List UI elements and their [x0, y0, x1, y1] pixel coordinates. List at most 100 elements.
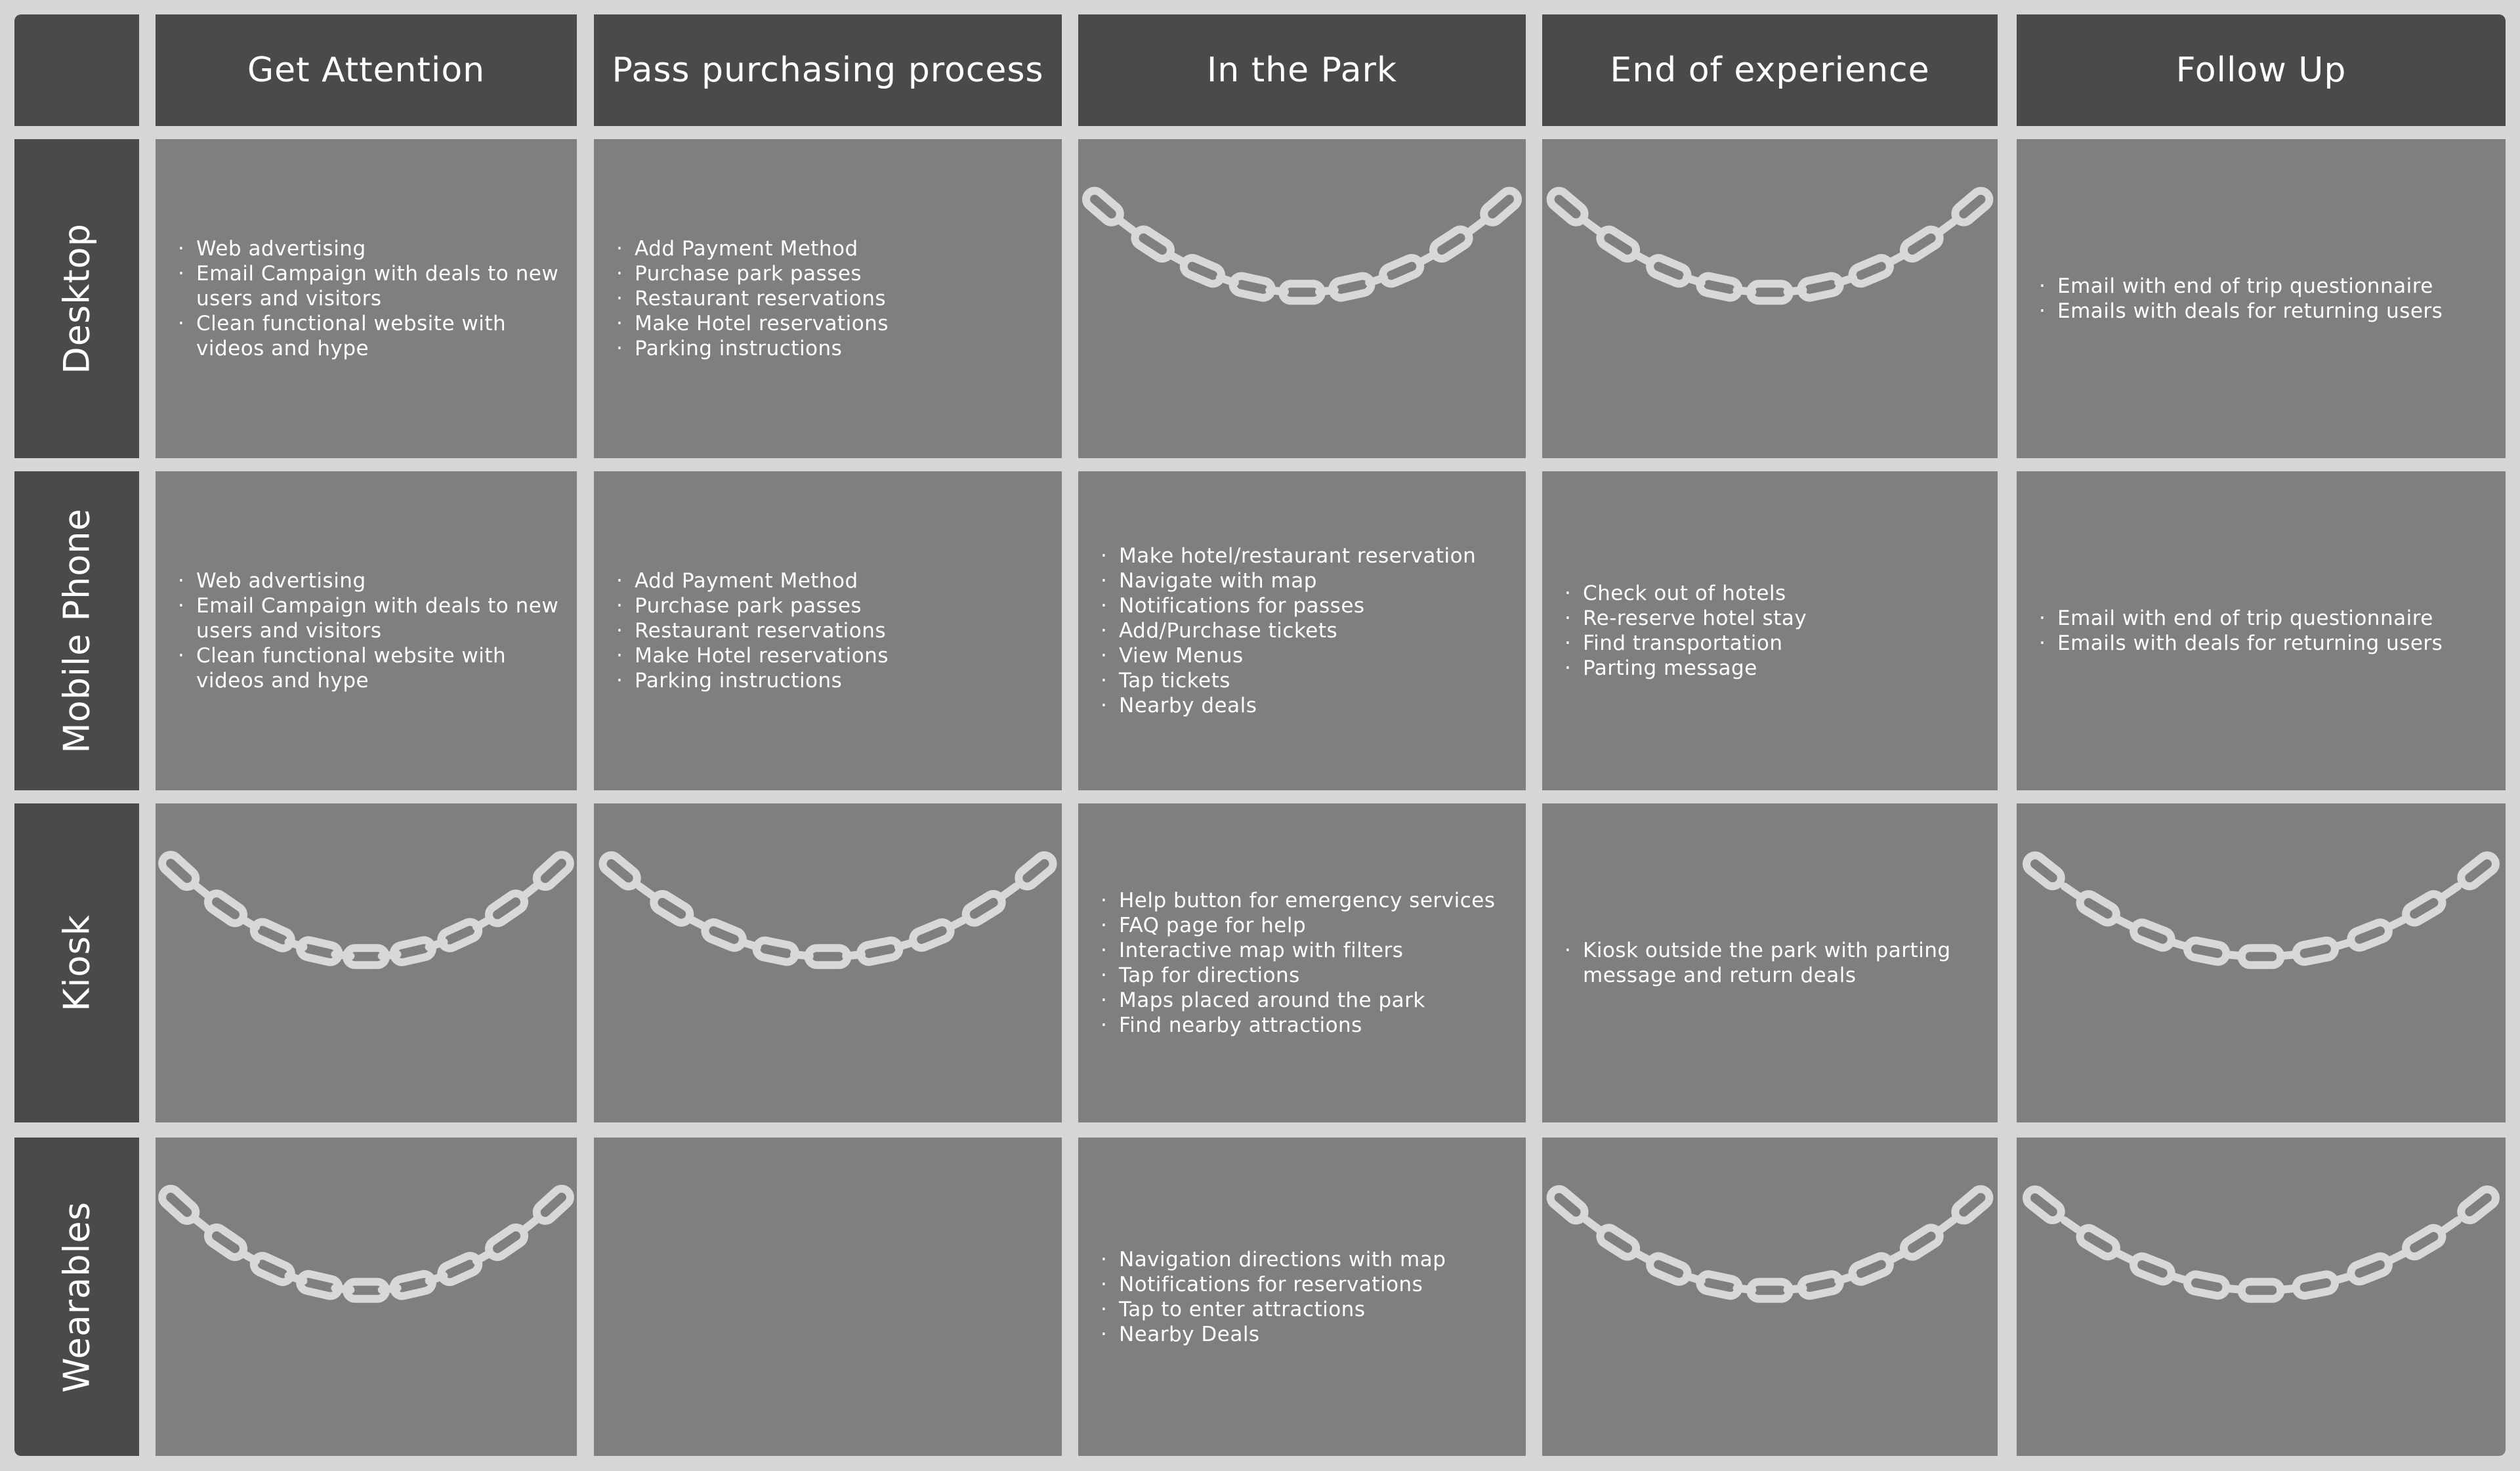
chain-connector [2441, 882, 2462, 900]
chain-link-ring [2130, 918, 2175, 952]
cell-mobile-phone-get-attention: Web advertisingEmail Campaign with deals… [156, 471, 577, 790]
cell-mobile-phone-end-of-experience: Check out of hotelsRe-reserve hotel stay… [1542, 471, 1998, 790]
touchpoint-item: Navigation directions with map [1101, 1247, 1446, 1272]
chain-link-ring [2183, 1270, 2231, 1300]
cell-mobile-phone-follow-up: Email with end of trip questionnaireEmai… [2017, 471, 2506, 790]
chain-connector [520, 882, 540, 900]
chain-link [2292, 936, 2339, 966]
chain-link-ring [856, 936, 904, 966]
chain-connector [1937, 218, 1958, 236]
chain-link [650, 889, 694, 927]
chain-link [1328, 272, 1376, 302]
chain-link-ring [2183, 936, 2231, 966]
chain-link-ring [1797, 272, 1844, 302]
chain-link-ring [1179, 253, 1226, 288]
chain-link-ring [1696, 1270, 1743, 1300]
column-header-get-attention: Get Attention [156, 14, 577, 126]
chain-link [2076, 1224, 2120, 1261]
touchpoint-item: Parting message [1564, 656, 1807, 681]
touchpoint-item: Re-reserve hotel stay [1564, 606, 1807, 631]
cell-wearables-pass-purchasing [594, 1138, 1062, 1456]
chain-connector [520, 1216, 540, 1234]
touchpoint-item: Restaurant reservations [616, 286, 889, 311]
chain-link-ring [2347, 918, 2393, 952]
chain-link-ring [389, 1269, 436, 1300]
chain-link [2237, 1277, 2285, 1303]
chain-link [2130, 918, 2175, 952]
touchpoint-item: Tap for directions [1101, 963, 1496, 988]
cell-wearables-follow-up [2017, 1138, 2506, 1456]
chain-link [249, 1252, 295, 1287]
touchpoint-list: Email with end of trip questionnaireEmai… [2017, 274, 2443, 324]
chain-link [532, 851, 574, 891]
chain-connector [635, 882, 656, 900]
row-label-mobile-phone: Mobile Phone [14, 471, 139, 790]
touchpoint-item: Nearby deals [1101, 693, 1476, 718]
chain-link [1951, 186, 1994, 226]
chain-connector [2114, 916, 2137, 931]
cell-desktop-follow-up: Email with end of trip questionnaireEmai… [2017, 139, 2506, 458]
chain-connector [2114, 1249, 2137, 1265]
chain-link [1179, 253, 1226, 288]
cell-kiosk-get-attention [156, 803, 577, 1122]
chain-link-ring [2237, 1277, 2285, 1303]
chain-link [1015, 851, 1057, 891]
row-label-kiosk: Kiosk [14, 803, 139, 1122]
row-label-desktop: Desktop [14, 139, 139, 458]
chain-link [804, 944, 852, 970]
row-label-text: Wearables [56, 1201, 98, 1393]
chain-link [2076, 890, 2120, 927]
chain-link-ring [1228, 272, 1276, 302]
chain-link [1646, 1252, 1692, 1286]
touchpoint-item: Interactive map with filters [1101, 938, 1496, 963]
row-label-text: Desktop [56, 223, 98, 374]
chain-link-ring [752, 936, 799, 966]
cell-mobile-phone-in-the-park: Make hotel/restaurant reservationNavigat… [1078, 471, 1526, 790]
chain-link-ring [1797, 1270, 1844, 1300]
chain-link [2023, 1185, 2065, 1225]
chain-connector [1118, 218, 1139, 236]
chain-link [389, 1269, 436, 1300]
touchpoint-item: Add Payment Method [616, 236, 889, 261]
chain-icon [158, 851, 574, 970]
touchpoint-item: Make Hotel reservations [616, 311, 889, 336]
touchpoint-item: Emails with deals for returning users [2039, 631, 2443, 656]
touchpoint-item: Emails with deals for returning users [2039, 299, 2443, 324]
corner-cell [14, 14, 139, 126]
touchpoint-list: Add Payment MethodPurchase park passesRe… [594, 236, 889, 361]
touchpoint-list: Check out of hotelsRe-reserve hotel stay… [1542, 581, 1807, 681]
chain-link [2457, 1185, 2500, 1225]
chain-link [1646, 253, 1692, 288]
cell-wearables-end-of-experience [1542, 1138, 1998, 1456]
touchpoint-list: Kiosk outside the park with parting mess… [1542, 938, 1998, 988]
chain-link [1899, 1224, 1944, 1261]
cell-wearables-in-the-park: Navigation directions with mapNotificati… [1078, 1138, 1526, 1456]
touchpoint-item: Email with end of trip questionnaire [2039, 274, 2443, 299]
chain-link-ring [2457, 851, 2500, 891]
chain-link [2237, 944, 2285, 970]
chain-link-ring [1848, 253, 1894, 288]
touchpoint-item: Maps placed around the park [1101, 988, 1496, 1013]
touchpoint-item: Check out of hotels [1564, 581, 1807, 606]
chain-link-ring [2402, 890, 2446, 927]
column-header-follow-up: Follow Up [2017, 14, 2506, 126]
touchpoint-item: Tap to enter attractions [1101, 1297, 1446, 1322]
touchpoint-list: Help button for emergency servicesFAQ pa… [1078, 888, 1496, 1038]
chain-link-ring [1899, 1224, 1944, 1261]
chain-icon [2023, 851, 2500, 970]
chain-icon [1546, 186, 1994, 305]
chain-link [1848, 1252, 1894, 1286]
cell-mobile-phone-pass-purchasing: Add Payment MethodPurchase park passesRe… [594, 471, 1062, 790]
chain-connector [1937, 1216, 1958, 1234]
column-header-pass-purchasing: Pass purchasing process [594, 14, 1062, 126]
chain-link [1082, 186, 1124, 226]
chain-link [2183, 936, 2231, 966]
chain-link-ring [804, 944, 852, 970]
chain-link [249, 918, 295, 952]
chain-connector [2385, 916, 2408, 931]
touchpoint-item: Nearby Deals [1101, 1322, 1446, 1347]
touchpoint-list: Make hotel/restaurant reservationNavigat… [1078, 544, 1476, 718]
chain-connector [192, 1216, 213, 1234]
chain-connector [1885, 251, 1908, 266]
chain-link-ring [2023, 1185, 2065, 1225]
